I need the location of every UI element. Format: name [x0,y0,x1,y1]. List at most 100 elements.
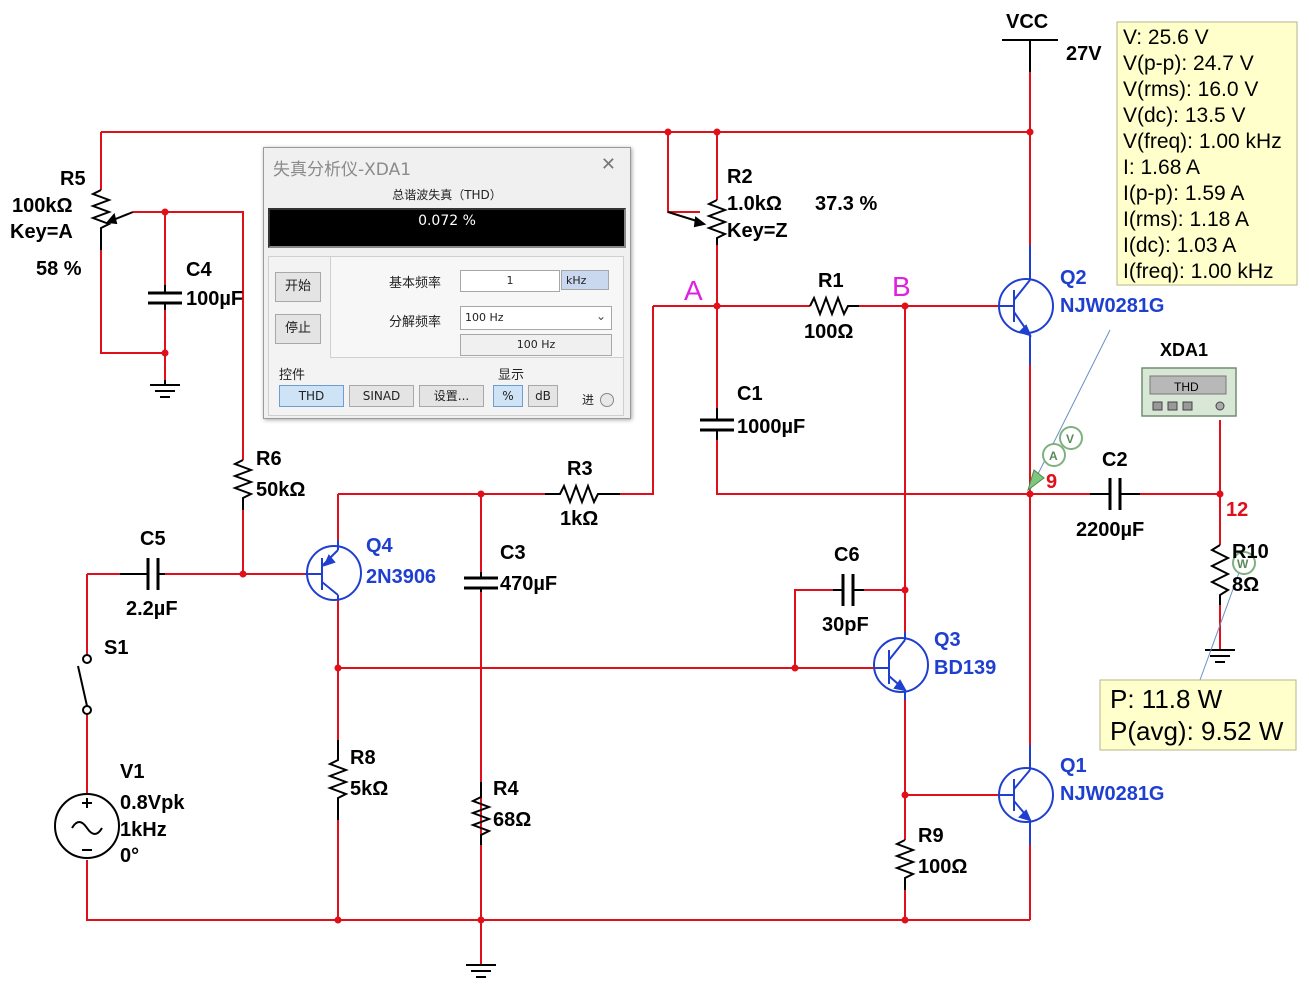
display-label: 显示 [498,368,525,383]
power-line: P(avg): 9.52 W [1110,716,1284,746]
q4-name: Q4 [366,535,394,557]
q4-symbol [305,545,362,601]
v1-name: V1 [120,761,144,783]
power-readout-lines: P: 11.8 W P(avg): 9.52 W [1110,684,1284,746]
wires [86,40,1221,965]
c3-symbol [464,576,498,590]
xda1-label: XDA1 [1160,340,1208,360]
resolution-echo: 100 Hz [460,334,612,356]
vcc-voltage: 27V [1066,43,1102,65]
s1-name: S1 [104,637,128,659]
ground-c4 [150,380,180,398]
c5-symbol [146,558,160,590]
q3-name: Q3 [934,629,961,651]
r1-symbol [809,295,859,317]
node-9-label: 9 [1046,471,1057,493]
fundamental-label: 基本频率 [389,276,442,291]
c1-value: 1000µF [737,416,805,438]
c4-name: C4 [186,259,212,281]
db-display-button[interactable]: dB [528,385,558,407]
xda1-face-label: THD [1174,380,1199,394]
readout-line: V(rms): 16.0 V [1123,78,1258,101]
readout-line: V(dc): 13.5 V [1123,104,1246,127]
c5-name: C5 [140,528,166,550]
stop-button[interactable]: 停止 [275,314,321,344]
probe-power[interactable] [1199,551,1256,681]
c4-value: 100µF [186,288,243,310]
thd-mode-button[interactable]: THD [279,385,344,407]
current-probe-icon: A [1049,449,1058,463]
r10-symbol [1209,544,1231,605]
r9-symbol [894,839,916,890]
r2-key: Key=Z [727,220,788,242]
r4-symbol [470,782,492,845]
r8-name: R8 [350,747,376,769]
r1-value: 100Ω [804,321,853,343]
r4-value: 68Ω [493,809,531,831]
thd-heading: 总谐波失真（THD） [392,188,502,202]
voltage-probe-icon: V [1066,432,1074,446]
v1-phase: 0° [120,845,139,867]
ground-main [466,964,496,978]
probe-readout-lines: V: 25.6 V V(p-p): 24.7 V V(rms): 16.0 V … [1123,26,1282,283]
readout-line: V(freq): 1.00 kHz [1123,130,1282,153]
resolution-label: 分解频率 [389,315,442,330]
input-terminal-icon[interactable] [600,393,614,407]
readout-line: I(p-p): 1.59 A [1123,182,1244,205]
fundamental-input[interactable]: 1 [460,270,560,292]
c4-symbol [148,291,182,305]
readout-line: I: 1.68 A [1123,156,1200,179]
r3-symbol [545,483,620,505]
r3-value: 1kΩ [560,508,598,530]
readout-line: I(rms): 1.18 A [1123,208,1249,231]
q2-name: Q2 [1060,267,1087,289]
pot-wipers [106,211,707,228]
c1-name: C1 [737,383,763,405]
c6-value: 30pF [822,614,869,636]
r5-value: 100kΩ [12,195,73,217]
power-readout-box [1099,679,1297,751]
c2-symbol [1108,478,1122,510]
input-terminal-label: 进 [582,393,595,407]
start-button[interactable]: 开始 [275,272,321,302]
junction-dots [161,128,1224,924]
c3-value: 470µF [500,573,557,595]
c6-symbol [841,574,855,606]
r4-name: R4 [493,778,519,800]
v1-amp: 0.8Vpk [120,792,185,814]
r3-name: R3 [567,458,593,480]
c6-name: C6 [834,544,860,566]
readout-line: V(p-p): 24.7 V [1123,52,1254,75]
r1-name: R1 [818,270,844,292]
xda1-instrument[interactable] [1141,367,1237,417]
r2-percent: 37.3 % [815,193,877,215]
readout-line: V: 25.6 V [1123,26,1209,49]
node-b-label: B [892,271,911,302]
c2-name: C2 [1102,449,1128,471]
node-12-label: 12 [1226,499,1248,521]
vcc-label: VCC [1006,11,1048,33]
q4-value: 2N3906 [366,566,436,588]
close-icon[interactable]: ✕ [600,154,616,175]
ground-symbols [150,380,1235,978]
r5-symbol [90,189,112,250]
percent-display-button[interactable]: % [493,385,523,407]
q3-symbol [873,637,929,693]
resolution-select[interactable]: 100 Hz ⌄ [460,306,612,330]
readout-line: I(dc): 1.03 A [1123,234,1236,257]
q2-symbol [998,278,1054,337]
c3-name: C3 [500,542,526,564]
distortion-analyzer-window[interactable]: 失真分析仪-XDA1 ✕ 总谐波失真（THD） 0.072 % 开始 停止 基本… [263,147,631,419]
power-probe-icon: W [1237,557,1249,571]
probe-va[interactable] [1027,329,1111,492]
r6-name: R6 [256,448,282,470]
r8-symbol [327,740,349,820]
r9-name: R9 [918,825,944,847]
settings-button[interactable]: 设置... [419,385,484,407]
window-title: 失真分析仪-XDA1 [273,160,412,180]
probe-readout-box [1116,21,1298,286]
r9-value: 100Ω [918,856,967,878]
sinad-mode-button[interactable]: SINAD [349,385,414,407]
fundamental-unit-select[interactable]: kHz [561,270,609,290]
